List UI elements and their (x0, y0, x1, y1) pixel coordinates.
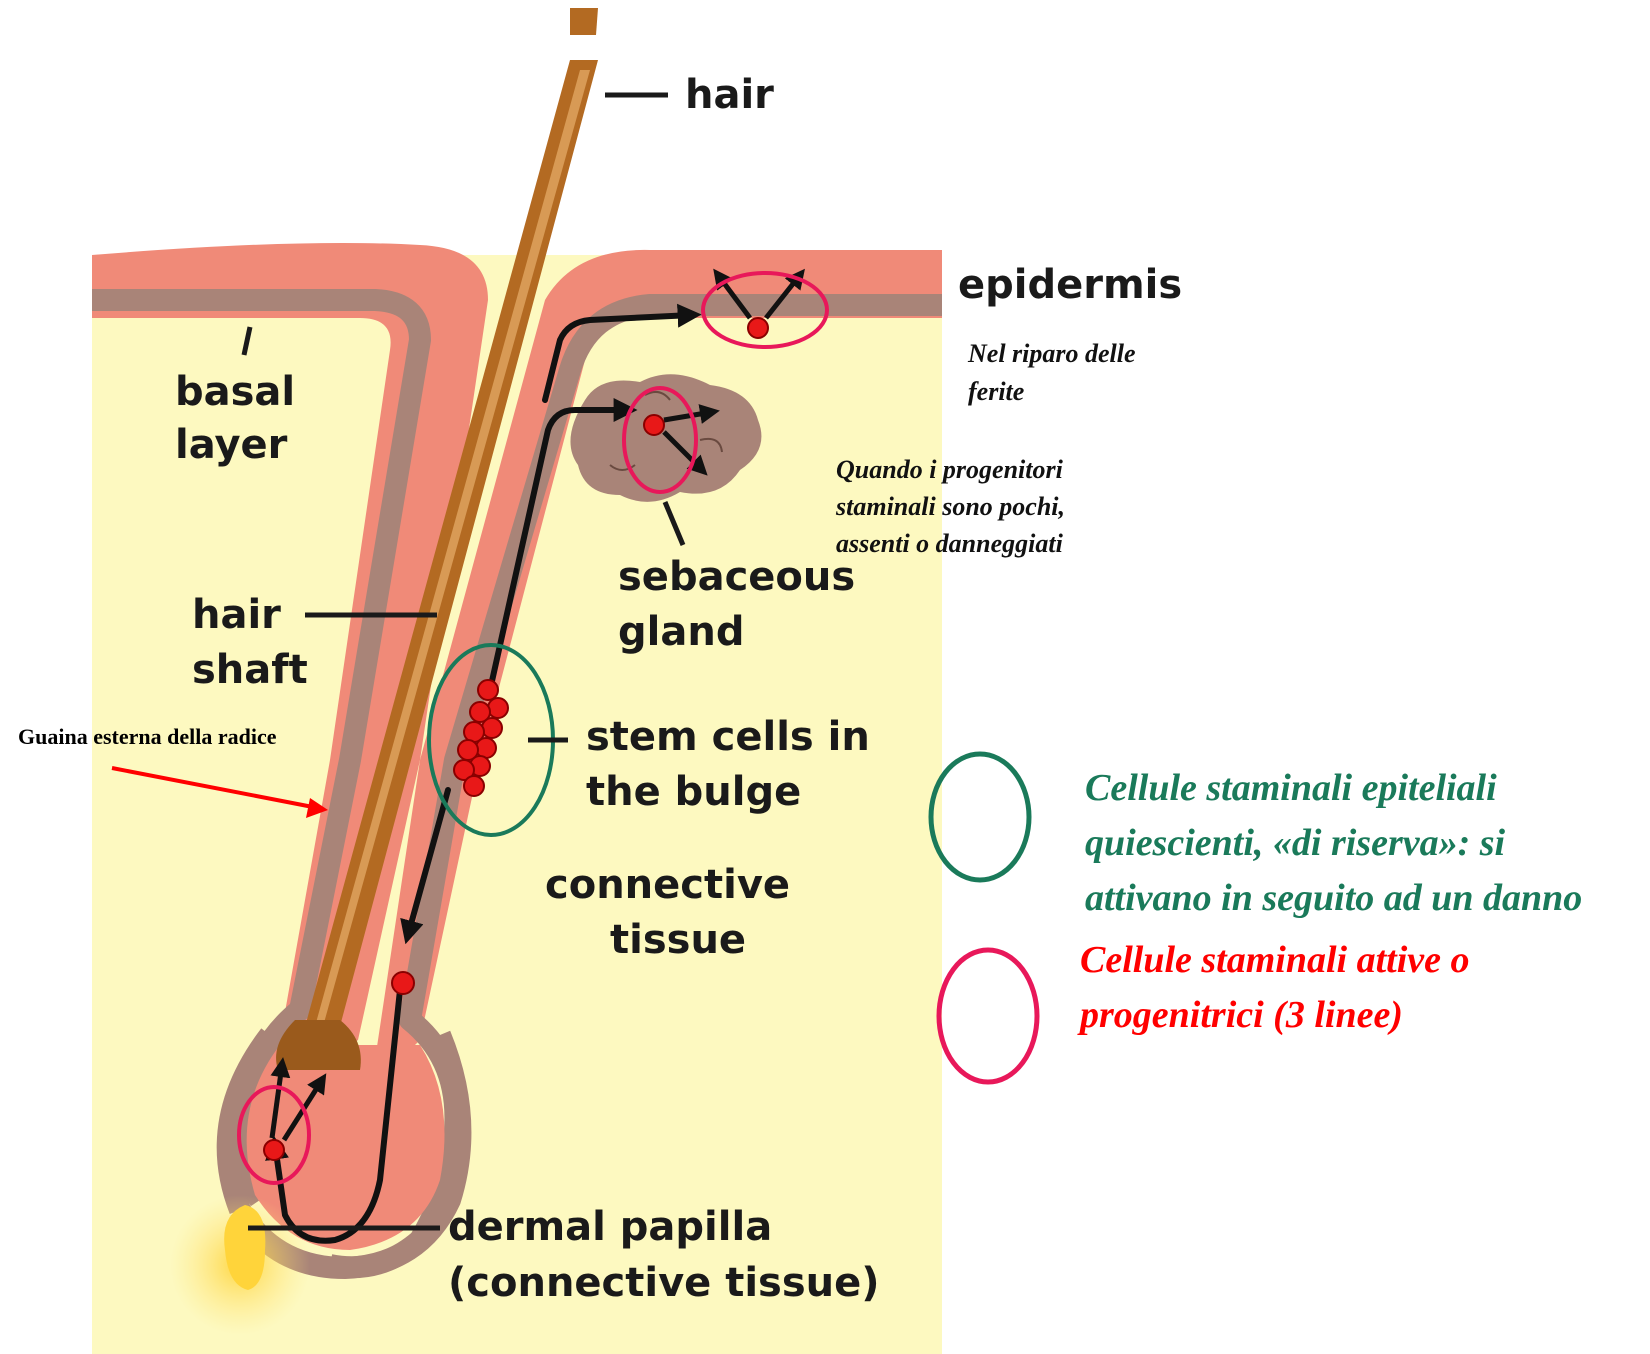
note-progenitors-line-3: assenti o danneggiati (836, 529, 1064, 558)
legend-active-line-1: Cellule staminali attive o (1080, 939, 1470, 981)
legend-quiescent-line-2: quiescienti, «di riserva»: si (1085, 822, 1506, 864)
label-sebaceous-line-2: gland (618, 609, 744, 655)
label-connective-line-2: tissue (610, 917, 746, 963)
label-hair-shaft-line-1: hair (192, 592, 281, 638)
epidermis-progenitor-cell (748, 318, 768, 338)
legend-quiescent-ring (931, 754, 1029, 880)
note-wound-repair-line-2: ferite (968, 377, 1024, 406)
label-hair-shaft-line-2: shaft (192, 647, 308, 693)
legend-quiescent-line-1: Cellule staminali epiteliali (1085, 767, 1497, 809)
legend-active-line-2: progenitrici (3 linee) (1077, 994, 1403, 1036)
gland-progenitor-cell (644, 415, 664, 435)
label-sebaceous-line-1: sebaceous (618, 554, 855, 600)
label-hair: hair (685, 72, 774, 118)
label-epidermis: epidermis (958, 262, 1182, 308)
note-wound-repair-line-1: Nel riparo delle (967, 339, 1136, 368)
label-basal-line-2: layer (175, 422, 288, 468)
label-stem-line-1: stem cells in (586, 714, 870, 760)
bulb-progenitor-cell (264, 1140, 284, 1160)
label-stem-line-2: the bulge (586, 769, 801, 815)
label-papilla-line-2: (connective tissue) (448, 1260, 880, 1306)
hair-tip (570, 8, 598, 35)
label-basal-line-1: basal (175, 369, 295, 415)
note-progenitors-line-1: Quando i progenitori (836, 455, 1064, 484)
legend-active-ring (939, 950, 1037, 1082)
label-papilla-line-1: dermal papilla (448, 1204, 772, 1250)
label-connective-line-1: connective (545, 862, 790, 908)
legend-quiescent-line-3: attivano in seguito ad un danno (1085, 877, 1582, 919)
note-outer-root-sheath: Guaina esterna della radice (18, 724, 277, 749)
migrating-cell (392, 972, 414, 994)
note-progenitors-line-2: staminali sono pochi, (835, 492, 1065, 521)
